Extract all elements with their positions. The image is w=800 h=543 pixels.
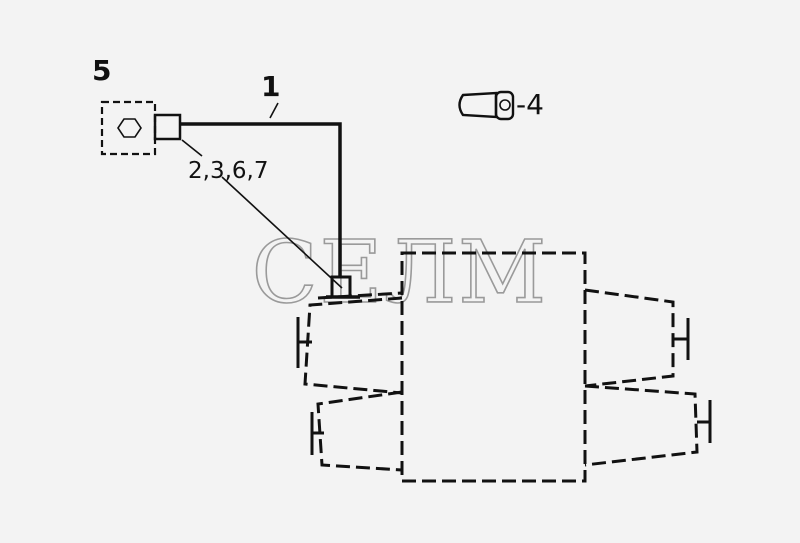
callout-parts-2-3-6-7: 2,3,6,7 [188, 158, 268, 184]
callout-part-1: 1 [261, 70, 280, 103]
pipe-fitting-top [153, 113, 182, 141]
pipe-1-line [180, 122, 342, 277]
callout-part-5: 5 [92, 54, 111, 87]
shaft-ends [296, 317, 712, 455]
gearbox-housing [303, 251, 699, 483]
hex-nut-icon [117, 118, 142, 138]
part-4-pin [458, 90, 515, 121]
leader-lines [181, 102, 343, 289]
callout-part-4: -4 [516, 88, 544, 121]
part-5-bracket [100, 100, 157, 156]
watermark-text: СЕЛМ [252, 223, 548, 323]
